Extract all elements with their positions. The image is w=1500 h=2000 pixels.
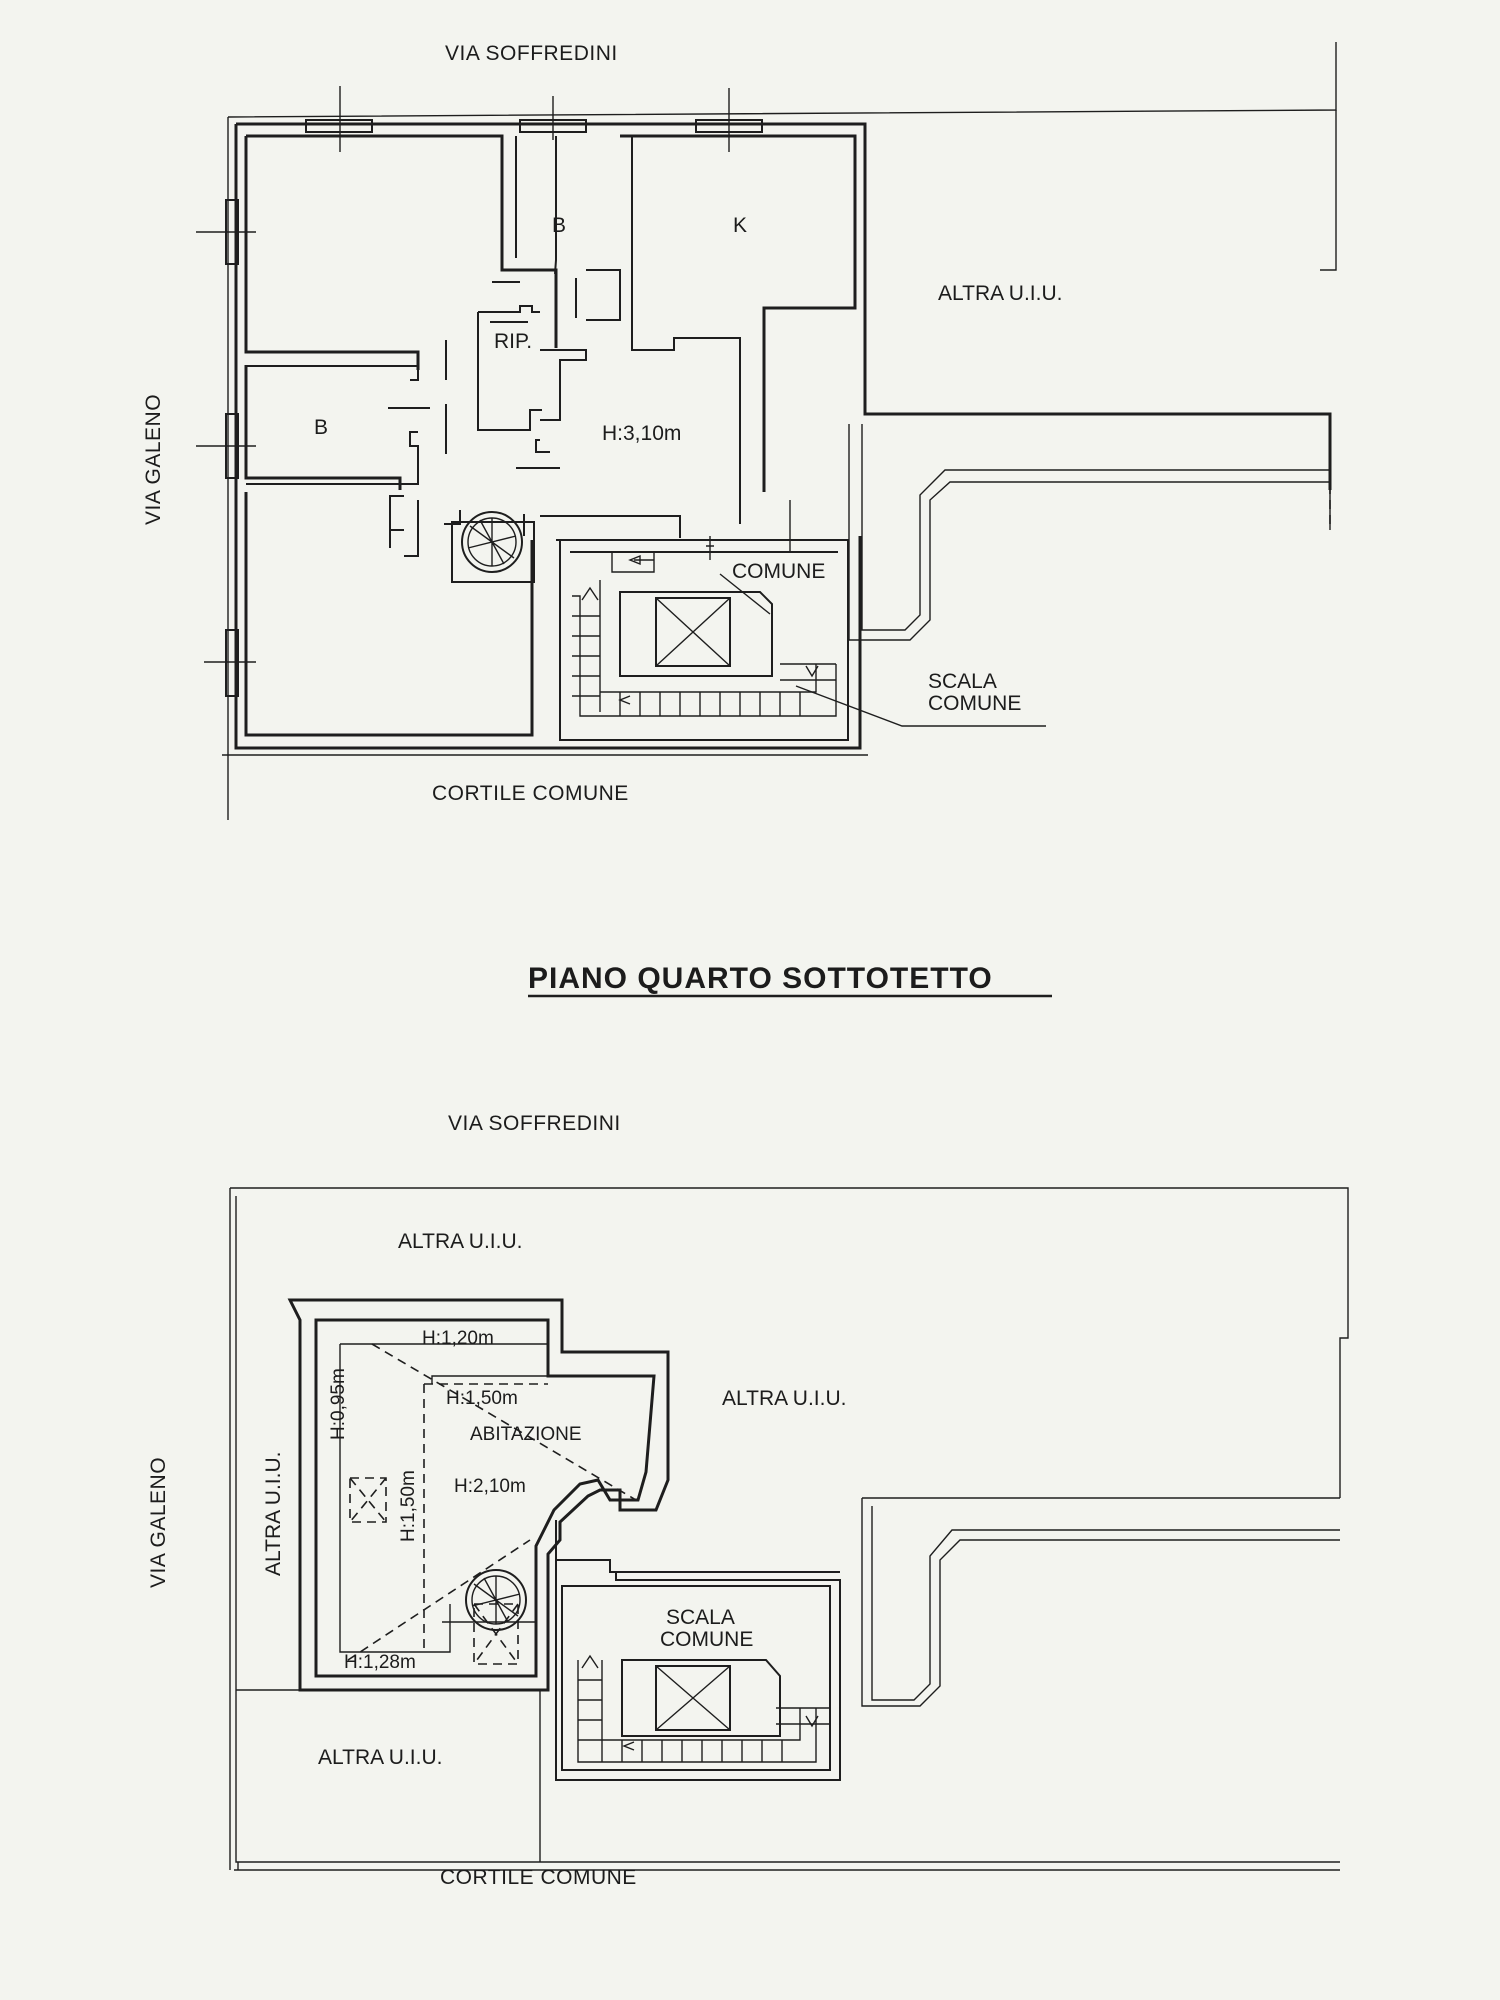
bottom-street-north-label: VIA SOFFREDINI <box>448 1112 621 1135</box>
other-unit-right-label: ALTRA U.I.U. <box>722 1387 846 1410</box>
storage-label: RIP. <box>494 330 532 353</box>
height-128-label: H:1,28m <box>344 1652 416 1673</box>
stair-label-line1: SCALA <box>928 670 997 693</box>
upper-bath-label: B <box>552 214 566 237</box>
height-150-mid-label: H:1,50m <box>398 1470 419 1542</box>
bottom-street-west-label: VIA GALENO <box>147 1457 170 1588</box>
height-label: H:3,10m <box>602 422 681 445</box>
top-plan-labels: VIA SOFFREDINI VIA GALENO CORTILE COMUNE… <box>142 42 1062 805</box>
other-unit-top-label: ALTRA U.I.U. <box>398 1230 522 1253</box>
bottom-stair-label-line1: SCALA <box>666 1606 735 1629</box>
bottom-courtyard-label: CORTILE COMUNE <box>440 1866 637 1889</box>
stair-label-line2: COMUNE <box>928 692 1021 715</box>
bottom-plan-labels: VIA SOFFREDINI VIA GALENO CORTILE COMUNE… <box>147 1112 846 1889</box>
top-street-west-label: VIA GALENO <box>142 394 165 525</box>
kitchen-label: K <box>733 214 747 237</box>
common-area-label: COMUNE <box>732 560 825 583</box>
top-courtyard-label: CORTILE COMUNE <box>432 782 629 805</box>
section-title-text: PIANO QUARTO SOTTOTETTO <box>528 962 993 995</box>
height-120-label: H:1,20m <box>422 1328 494 1349</box>
top-floor-plan <box>196 42 1337 820</box>
other-unit-left-label: ALTRA U.I.U. <box>262 1452 285 1576</box>
height-210-label: H:2,10m <box>454 1476 526 1497</box>
other-unit-label: ALTRA U.I.U. <box>938 282 1062 305</box>
top-street-north-label: VIA SOFFREDINI <box>445 42 618 65</box>
section-title: PIANO QUARTO SOTTOTETTO <box>528 962 1052 998</box>
other-unit-bottom-label: ALTRA U.I.U. <box>318 1746 442 1769</box>
bottom-floor-plan <box>229 1187 1349 1871</box>
lower-bath-label: B <box>314 416 328 439</box>
height-095-label: H:0,95m <box>328 1368 349 1440</box>
height-150-top-label: H:1,50m <box>446 1388 518 1409</box>
bottom-stair-label-line2: COMUNE <box>660 1628 753 1651</box>
dwelling-label: ABITAZIONE <box>470 1424 582 1445</box>
